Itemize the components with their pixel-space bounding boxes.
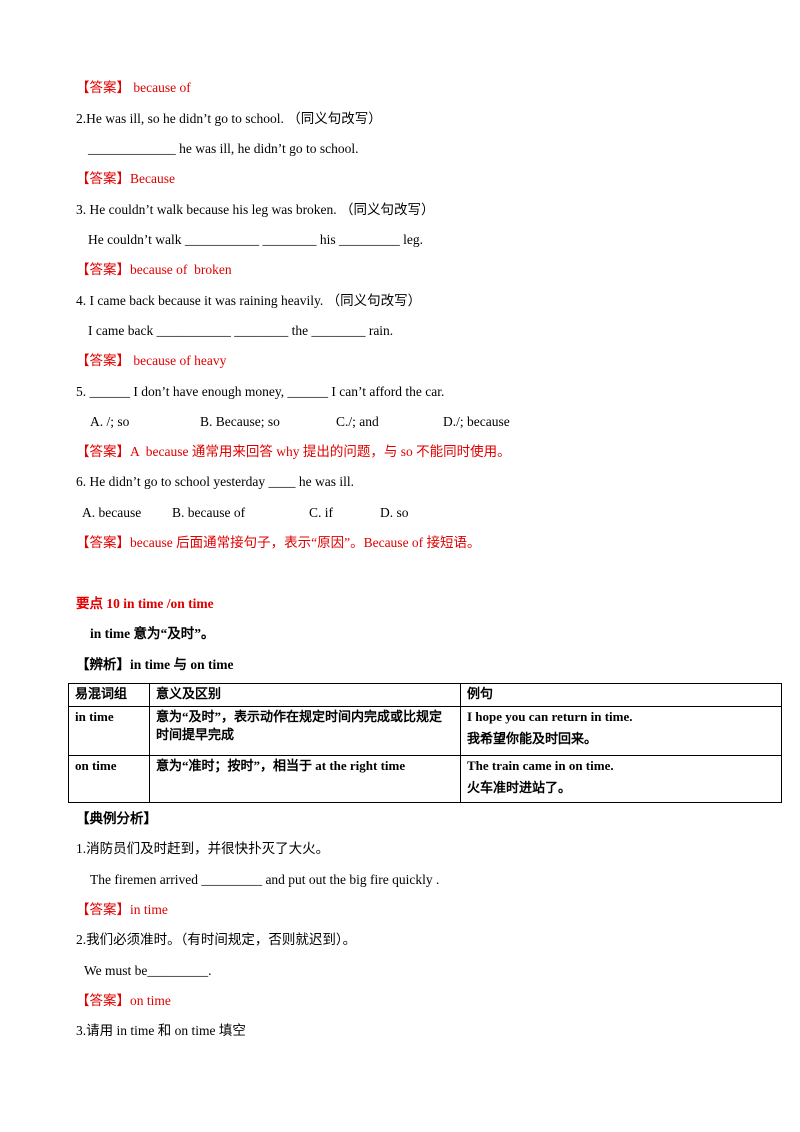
answer-line: 【答案】in time (76, 902, 168, 917)
q5-option-c: C./; and (336, 414, 379, 429)
answer-line: 【答案】on time (76, 993, 171, 1008)
example-chinese: 我希望你能及时回来。 (467, 731, 598, 746)
answer-line: 【答案】 because of heavy (76, 353, 227, 368)
table-cell-meaning: 意为“准时；按时”，相当于 at the right time (149, 755, 461, 803)
table-header-cell: 意义及区别 (149, 683, 461, 707)
example-chinese: 火车准时进站了。 (467, 780, 572, 795)
question-6: 6. He didn’t go to school yesterday ____… (76, 474, 354, 489)
comparison-table: 易混词组 意义及区别 例句 in time 意为“及时”，表示动作在规定时间内完… (68, 683, 782, 803)
analysis-heading: 【辨析】in time 与 on time (76, 657, 234, 672)
question-4-blank: I came back ___________ ________ the ___… (88, 323, 394, 338)
question-5: 5. ______ I don’t have enough money, ___… (76, 384, 445, 399)
q6-option-a: A. because (82, 505, 142, 520)
q6-option-c: C. if (309, 505, 334, 520)
table-cell-meaning: 意为“及时”，表示动作在规定时间内完成或比规定时间提早完成 (149, 706, 461, 756)
question-2: 2.He was ill, so he didn’t go to school.… (76, 111, 382, 126)
q5-option-b: B. Because; so (200, 414, 280, 429)
answer-line: 【答案】Because (76, 171, 175, 186)
table-cell-phrase: on time (68, 755, 150, 803)
answer-line: 【答案】because 后面通常接句子，表示“原因”。Because of 接短… (76, 535, 481, 550)
table-row: in time 意为“及时”，表示动作在规定时间内完成或比规定时间提早完成 I … (68, 706, 782, 756)
q5-option-a: A. /; so (90, 414, 130, 429)
q5-option-d: D./; because (443, 414, 510, 429)
example-2: 2.我们必须准时。（有时间规定，否则就迟到）。 (76, 932, 357, 947)
question-4: 4. I came back because it was raining he… (76, 293, 422, 308)
example-1-blank: The firemen arrived _________ and put ou… (90, 872, 440, 887)
example-english: The train came in on time. (467, 758, 614, 773)
q6-option-b: B. because of (172, 505, 246, 520)
table-header-cell: 易混词组 (68, 683, 150, 707)
meaning-line: in time 意为“及时”。 (90, 626, 215, 641)
q6-option-d: D. so (380, 505, 409, 520)
example-1: 1.消防员们及时赶到，并很快扑灭了大火。 (76, 841, 330, 856)
question-3-blank: He couldn’t walk ___________ ________ hi… (88, 232, 423, 247)
table-header-cell: 例句 (460, 683, 782, 707)
answer-line: 【答案】A because 通常用来回答 why 提出的问题，与 so 不能同时… (76, 444, 511, 459)
example-english: I hope you can return in time. (467, 709, 633, 724)
table-header-row: 易混词组 意义及区别 例句 (68, 683, 782, 707)
answer-line: 【答案】 because of (76, 80, 191, 95)
examples-heading: 【典例分析】 (76, 811, 157, 826)
table-cell-example: The train came in on time. 火车准时进站了。 (460, 755, 782, 803)
example-3: 3.请用 in time 和 on time 填空 (76, 1023, 246, 1038)
section-heading: 要点 10 in time /on time (76, 596, 214, 611)
table-row: on time 意为“准时；按时”，相当于 at the right time … (68, 755, 782, 803)
answer-line: 【答案】because of broken (76, 262, 232, 277)
example-2-blank: We must be_________. (84, 963, 212, 978)
question-2-blank: _____________ he was ill, he didn’t go t… (88, 141, 359, 156)
table-cell-example: I hope you can return in time. 我希望你能及时回来… (460, 706, 782, 756)
question-3: 3. He couldn’t walk because his leg was … (76, 202, 435, 217)
table-cell-phrase: in time (68, 706, 150, 756)
